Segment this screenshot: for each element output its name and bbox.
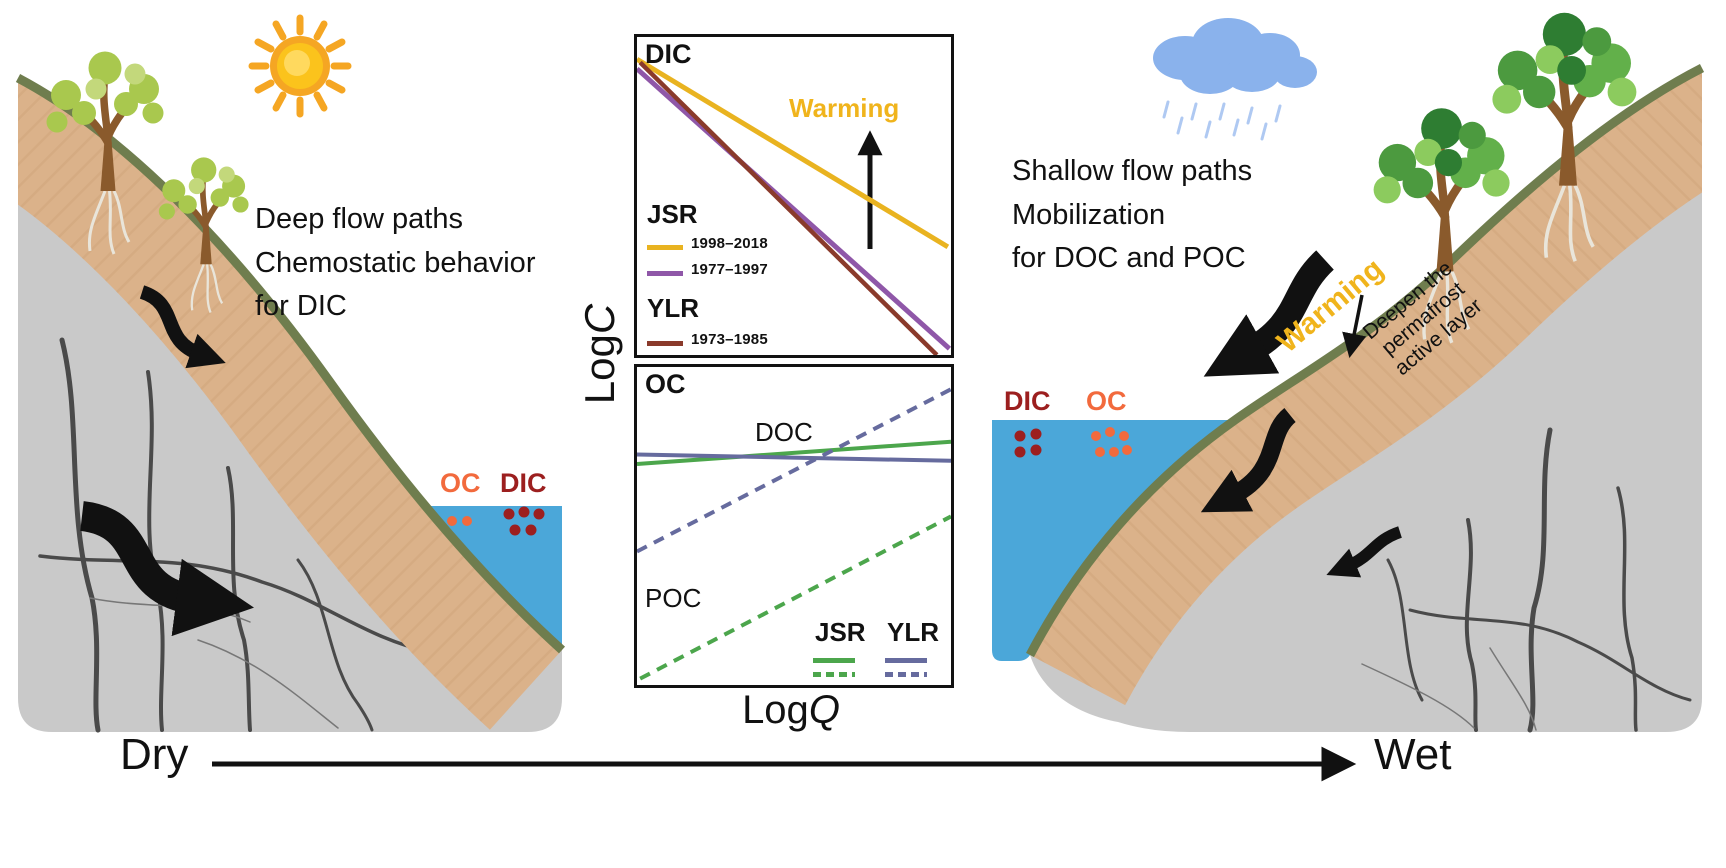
legend-ylr-label: YLR — [887, 617, 939, 647]
flow-arrow-icons — [1200, 250, 1403, 578]
legend-swatch-jsr-poc — [813, 672, 855, 677]
x-axis-label: LogQ — [634, 688, 948, 733]
left-caption: Deep flow paths Chemostatic behavior for… — [255, 198, 535, 329]
doc-label: DOC — [755, 417, 813, 447]
legend-jsr-label: JSR — [815, 617, 866, 647]
legend-swatch-ylr-1973-1985 — [647, 341, 683, 346]
dry-label: Dry — [120, 730, 189, 779]
rain-cloud-icon — [1153, 18, 1317, 141]
left-hillslope-illustration — [15, 14, 566, 733]
y-axis-label-var: C — [576, 303, 623, 335]
deepen-active-layer-arrow-icon — [1342, 294, 1367, 359]
fracture-flowpath-lines — [38, 337, 432, 733]
oc-plot-title: OC — [645, 369, 686, 399]
legend-period-1998-2018: 1998–2018 — [691, 235, 768, 252]
dic-plot-title: DIC — [645, 39, 692, 69]
water-body — [992, 420, 1235, 661]
fracture-flowpath-lines — [1361, 427, 1692, 733]
right-caption-line: Mobilization — [1012, 198, 1166, 231]
legend-swatch-ylr-poc — [885, 672, 927, 677]
y-axis-label-log: Log — [576, 334, 623, 405]
poc-label: POC — [645, 583, 702, 613]
right-caption: Shallow flow paths Mobilization for DOC … — [1012, 150, 1252, 281]
legend-swatch-ylr-doc — [885, 658, 927, 663]
x-axis-label-var: Q — [808, 688, 840, 732]
sun-icon — [248, 14, 352, 118]
x-axis-label-log: Log — [742, 688, 809, 732]
left-dic-label: DIC — [500, 468, 547, 498]
left-caption-line: Deep flow paths — [255, 203, 463, 235]
oc-dots — [1091, 427, 1132, 457]
dic-dots — [1014, 428, 1042, 458]
dic-plot-panel: DIC Warming JSR 1998–2018 1977–1997 YLR … — [634, 34, 954, 358]
legend-ylr-label: YLR — [647, 293, 699, 323]
legend-period-1973-1985: 1973–1985 — [691, 331, 768, 348]
flow-arrow-icons — [79, 285, 254, 637]
rain-streaks — [1162, 100, 1282, 141]
legend-swatch-jsr-1977-1997 — [647, 271, 683, 276]
oc-plot-lines — [637, 387, 951, 681]
legend-swatch-jsr-1998-2018 — [647, 245, 683, 250]
oc-dots — [447, 516, 472, 526]
legend-period-1977-1997: 1977–1997 — [691, 261, 768, 278]
wet-label: Wet — [1374, 730, 1452, 779]
dry-wet-axis-arrow — [212, 746, 1357, 782]
ground-surface-line — [1026, 63, 1705, 658]
right-caption-line: for DOC and POC — [1012, 242, 1246, 274]
legend-swatch-jsr-doc — [813, 658, 855, 663]
warming-annotation: Warming — [789, 93, 900, 123]
y-axis-label: LogC — [576, 274, 624, 434]
right-hillslope-illustration — [992, 0, 1705, 733]
legend-jsr-label: JSR — [647, 199, 698, 229]
right-dic-label: DIC — [1004, 386, 1051, 416]
left-caption-line: Chemostatic behavior — [255, 246, 536, 279]
left-oc-label: OC — [440, 468, 481, 498]
left-caption-line: for DIC — [255, 290, 347, 322]
dic-plot-lines — [637, 57, 951, 355]
oc-plot-panel: OC DOC POC JSR YLR — [634, 364, 954, 688]
right-oc-label: OC — [1086, 386, 1127, 416]
dic-dots — [503, 506, 545, 536]
right-caption-line: Shallow flow paths — [1012, 155, 1253, 187]
